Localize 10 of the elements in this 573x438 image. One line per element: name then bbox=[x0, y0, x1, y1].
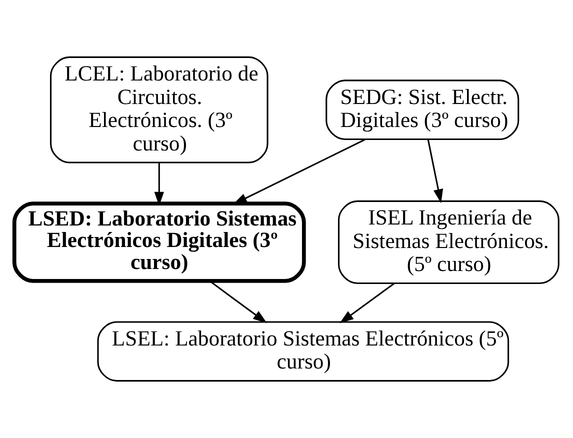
node-box: SEDG: Sist. Electr. Digitales (3º curso) bbox=[326, 80, 520, 140]
node-box: LSED: Laboratorio Sistemas Electrónicos Digitales (3º curso) bbox=[12, 202, 306, 283]
arrow bbox=[233, 138, 366, 204]
node-box: LCEL: Laboratorio de Circuitos. Electrónicos. (3º curso) bbox=[50, 56, 268, 164]
node-box: ISEL Ingeniería de Sistemas Electrónicos. (5º curso) bbox=[338, 200, 560, 284]
arrow bbox=[340, 282, 395, 324]
arrow bbox=[427, 139, 444, 204]
node-box: LSEL: Laboratorio Sistemas Electrónicos (5º curso) bbox=[97, 321, 510, 382]
arrow bbox=[209, 280, 267, 324]
arrow bbox=[154, 162, 164, 206]
